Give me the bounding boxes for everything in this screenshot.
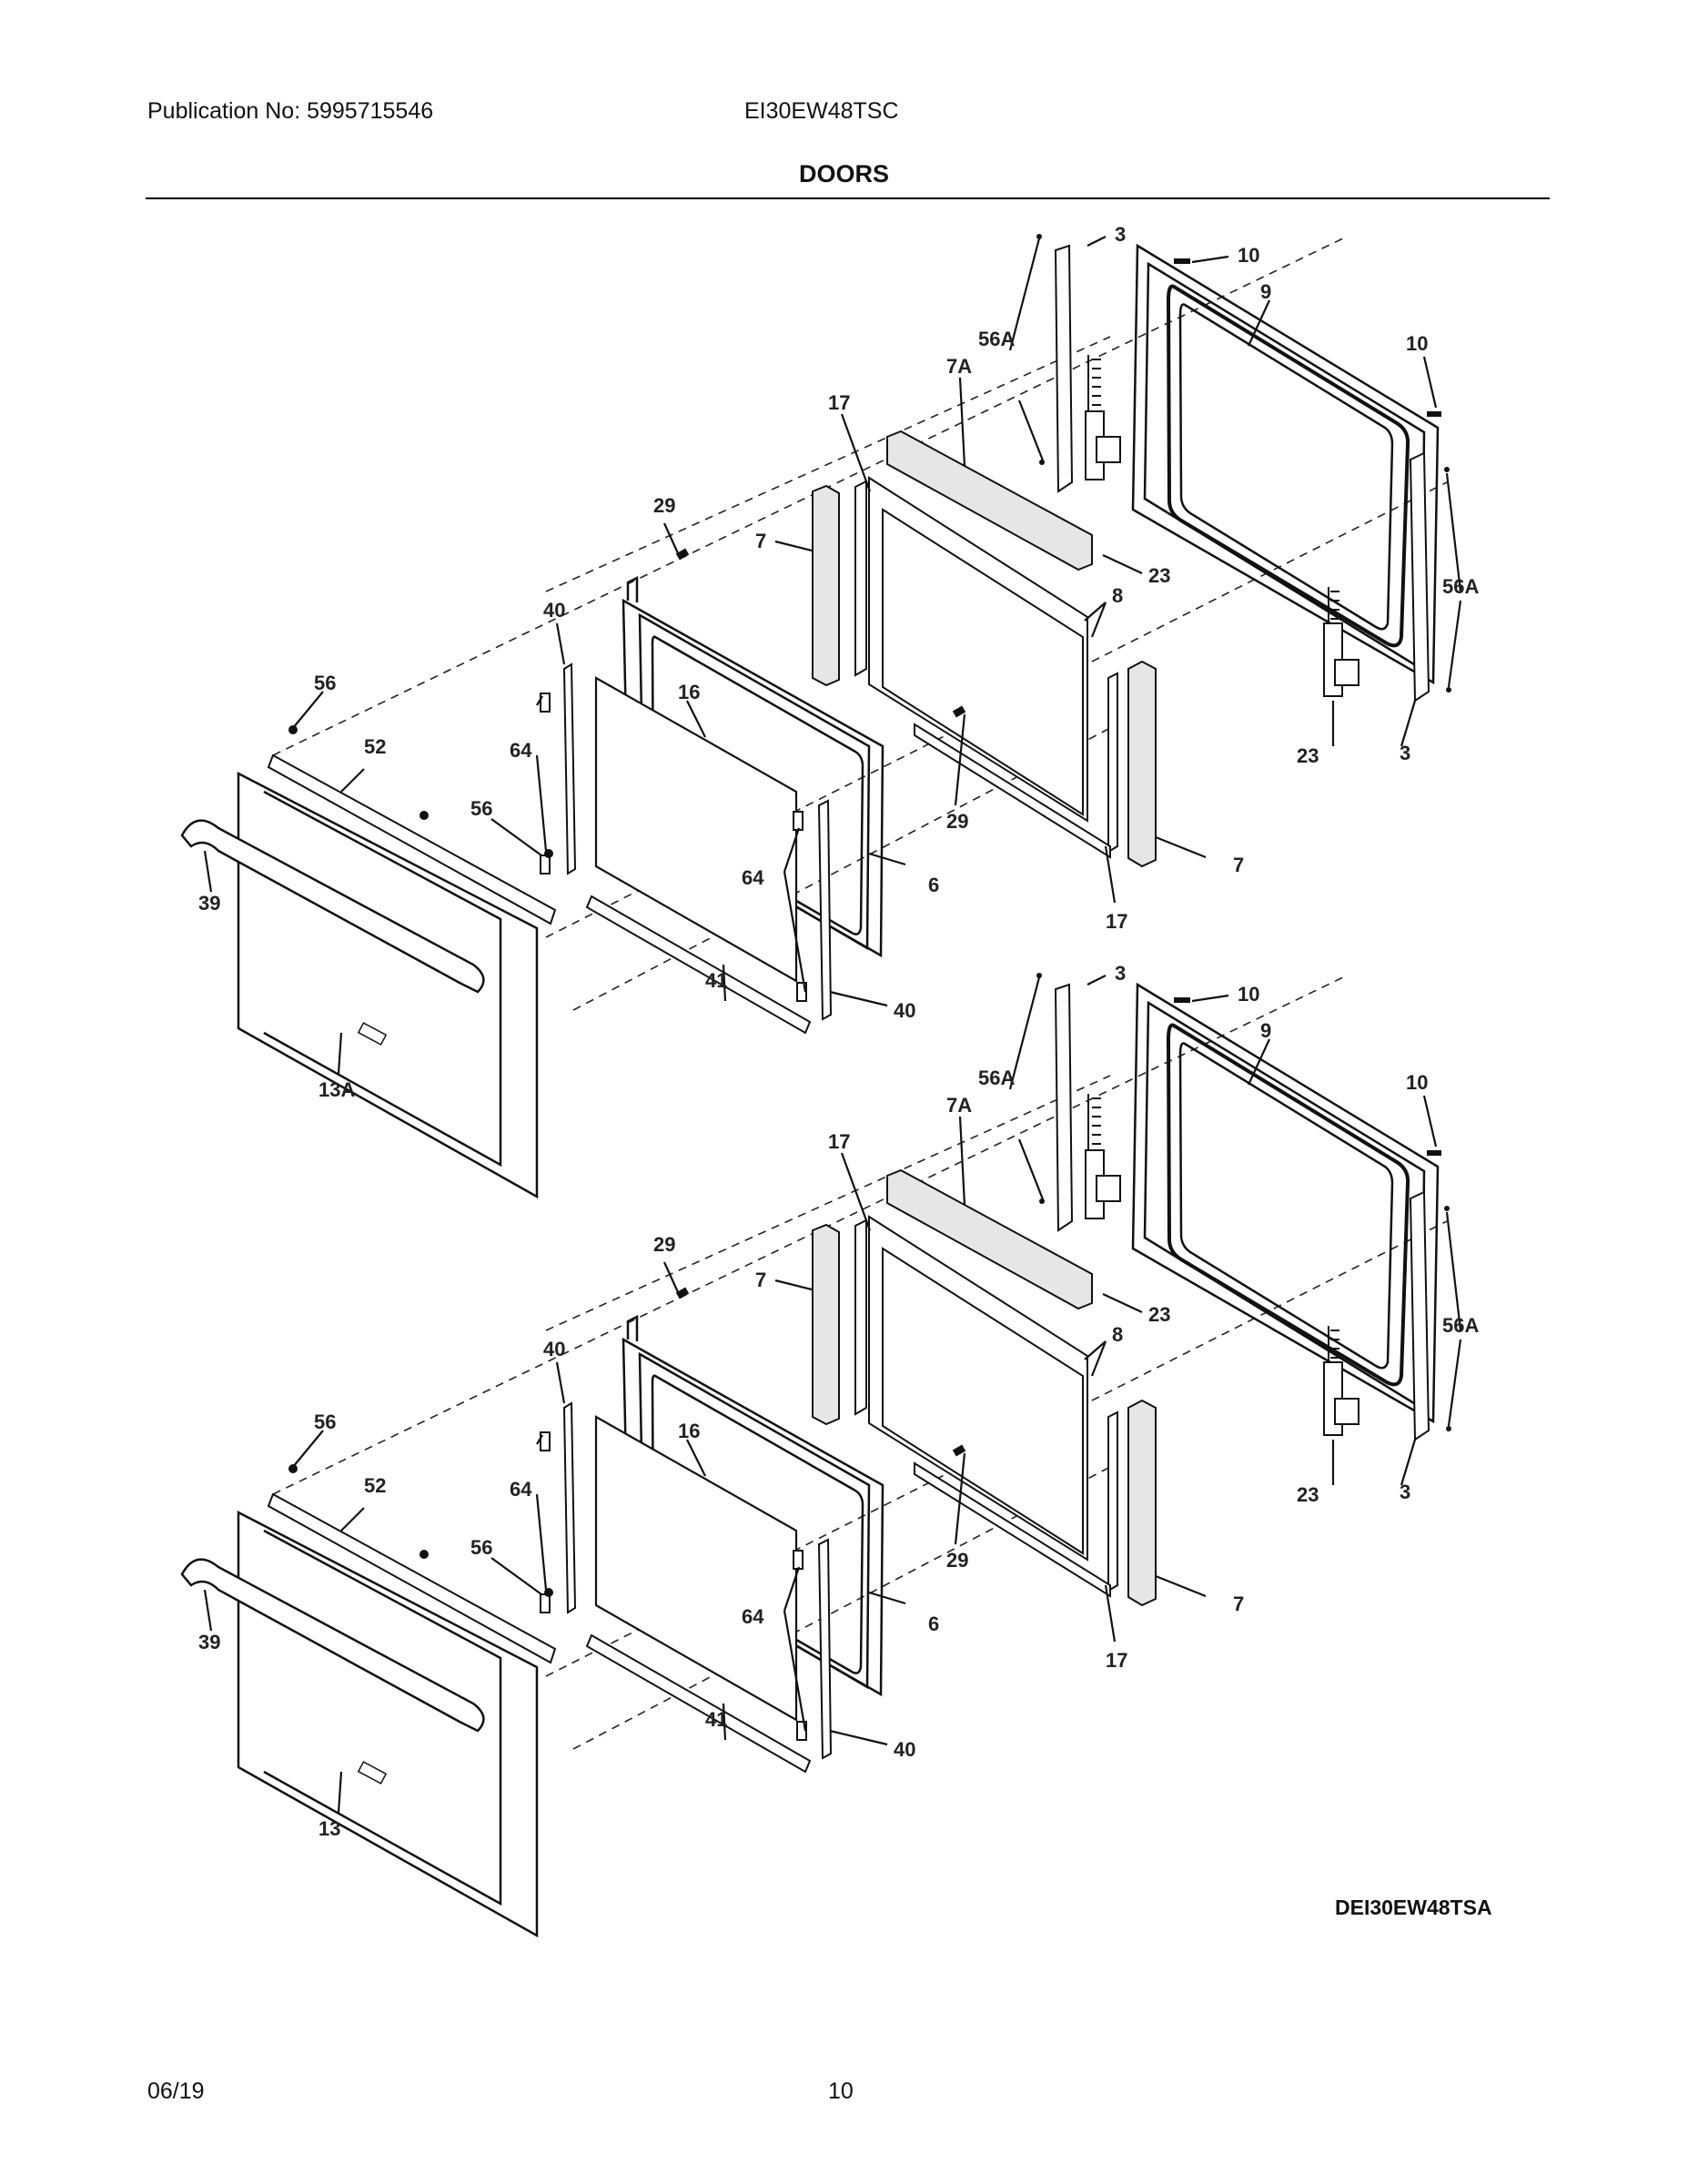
diagram-id: DEI30EW48TSA bbox=[1335, 1896, 1492, 1919]
label-40: 40 bbox=[543, 599, 565, 622]
label-52: 52 bbox=[364, 1474, 386, 1497]
label-23: 23 bbox=[1148, 564, 1170, 587]
publication-number: Publication No: 5995715546 bbox=[147, 98, 434, 124]
label-3: 3 bbox=[1400, 742, 1410, 764]
label-64: 64 bbox=[510, 739, 532, 762]
label-16: 16 bbox=[678, 681, 700, 703]
label-52: 52 bbox=[364, 735, 386, 758]
label-56: 56 bbox=[470, 1536, 492, 1559]
label-29: 29 bbox=[653, 494, 675, 517]
upper-door-assembly: 3 10 9 10 56A 7A 17 29 7 23 8 56A 40 56 … bbox=[180, 223, 1479, 1198]
label-3: 3 bbox=[1115, 223, 1126, 246]
label-64: 64 bbox=[510, 1478, 532, 1501]
lower-door-labels: 3 10 9 10 56A 7A 17 29 7 23 8 56A 40 56 … bbox=[198, 962, 1479, 1840]
label-13: 13 bbox=[318, 1817, 340, 1840]
page-title: DOORS bbox=[798, 160, 889, 187]
label-56: 56 bbox=[314, 672, 336, 694]
label-56a: 56A bbox=[978, 328, 1015, 350]
label-41: 41 bbox=[705, 1708, 727, 1731]
label-7a: 7A bbox=[946, 1094, 972, 1117]
lower-door-assembly: 3 10 9 10 56A 7A 17 29 7 23 8 56A 40 56 … bbox=[180, 962, 1479, 1937]
label-56: 56 bbox=[470, 797, 492, 820]
label-17: 17 bbox=[828, 1130, 850, 1153]
label-8: 8 bbox=[1112, 584, 1123, 607]
label-23: 23 bbox=[1297, 1483, 1319, 1506]
label-7: 7 bbox=[1233, 1592, 1244, 1615]
label-7: 7 bbox=[755, 530, 766, 552]
label-7a: 7A bbox=[946, 355, 972, 378]
upper-door-labels: 3 10 9 10 56A 7A 17 29 7 23 8 56A 40 56 … bbox=[198, 223, 1479, 1101]
label-10: 10 bbox=[1406, 1071, 1428, 1094]
label-56a: 56A bbox=[1442, 575, 1479, 598]
label-29: 29 bbox=[653, 1233, 675, 1256]
footer-date: 06/19 bbox=[147, 2078, 205, 2104]
label-7: 7 bbox=[755, 1269, 766, 1291]
label-16: 16 bbox=[678, 1420, 700, 1442]
label-3: 3 bbox=[1400, 1481, 1410, 1503]
label-7: 7 bbox=[1233, 854, 1244, 876]
label-23: 23 bbox=[1297, 744, 1319, 767]
label-40: 40 bbox=[543, 1338, 565, 1360]
label-56a: 56A bbox=[1442, 1314, 1479, 1337]
model-number: EI30EW48TSC bbox=[744, 98, 899, 124]
page-number: 10 bbox=[828, 2078, 854, 2104]
label-13a: 13A bbox=[318, 1078, 355, 1101]
label-29: 29 bbox=[946, 810, 968, 833]
label-6: 6 bbox=[928, 874, 939, 896]
label-17: 17 bbox=[1106, 910, 1127, 933]
label-10: 10 bbox=[1406, 332, 1428, 355]
label-56: 56 bbox=[314, 1410, 336, 1433]
label-40: 40 bbox=[894, 1738, 915, 1761]
label-40: 40 bbox=[894, 999, 915, 1022]
label-10: 10 bbox=[1238, 983, 1259, 1006]
header-rule bbox=[146, 197, 1550, 199]
label-41: 41 bbox=[705, 969, 727, 992]
label-17: 17 bbox=[1106, 1649, 1127, 1672]
label-8: 8 bbox=[1112, 1323, 1123, 1346]
label-23: 23 bbox=[1148, 1303, 1170, 1326]
label-64: 64 bbox=[742, 1605, 764, 1628]
label-29: 29 bbox=[946, 1549, 968, 1572]
label-10: 10 bbox=[1238, 244, 1259, 267]
label-56a: 56A bbox=[978, 1067, 1015, 1089]
label-9: 9 bbox=[1260, 280, 1271, 303]
label-6: 6 bbox=[928, 1613, 939, 1635]
label-64: 64 bbox=[742, 866, 764, 889]
doors-exploded-diagram: 3 10 9 10 56A 7A 17 29 7 23 8 56A 40 56 … bbox=[180, 223, 1479, 1937]
label-17: 17 bbox=[828, 391, 850, 414]
label-39: 39 bbox=[198, 892, 220, 915]
label-39: 39 bbox=[198, 1631, 220, 1653]
label-9: 9 bbox=[1260, 1019, 1271, 1042]
label-3: 3 bbox=[1115, 962, 1126, 985]
